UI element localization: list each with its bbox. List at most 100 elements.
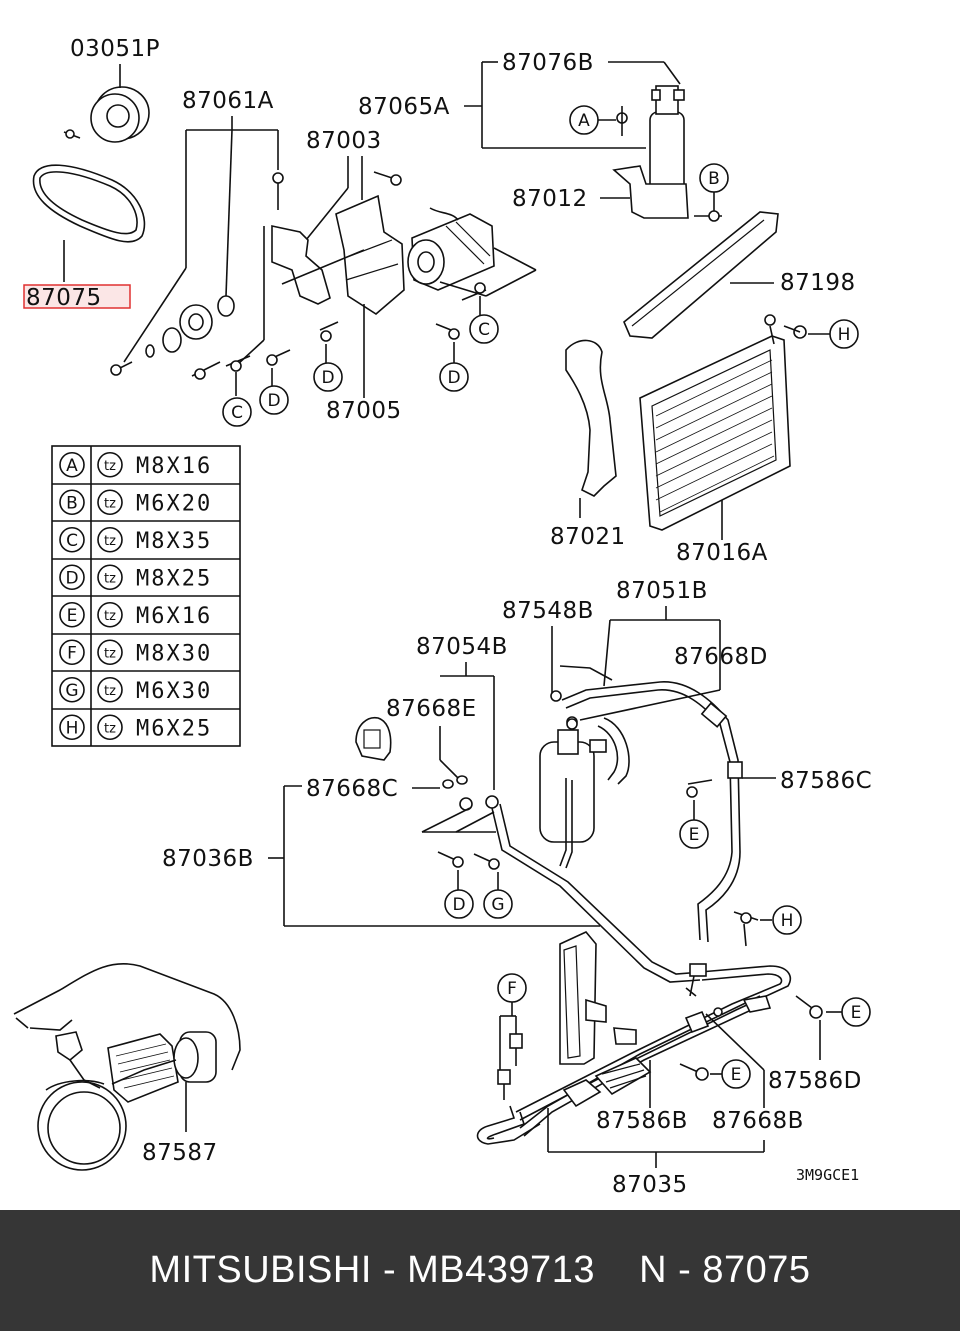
marker-e-3: E	[679, 1059, 751, 1089]
marker-b-1: B	[694, 163, 729, 222]
fastener-size: M6X16	[136, 604, 212, 629]
footer-bar: MITSUBISHI - MB439713 N - 87075	[0, 1210, 960, 1331]
bracket-87021: 87021	[550, 339, 625, 550]
fastener-key: F	[67, 643, 77, 663]
flange-bolt-icon	[97, 601, 123, 628]
label-87061a: 87061A	[182, 88, 274, 114]
fastener-size: M6X20	[136, 491, 212, 516]
bracket-87198: 87198	[623, 211, 856, 339]
idler-87061a: 87061A	[110, 88, 284, 376]
marker-c-1: C	[222, 397, 252, 427]
label-87003: 87003	[306, 128, 382, 154]
bolt-symbol: tz	[104, 571, 116, 586]
marker-e-1: E	[679, 779, 713, 849]
v-belt-87075: 87075	[23, 164, 146, 311]
label-03051p: 03051P	[70, 36, 160, 62]
fastener-key-circle	[59, 601, 85, 628]
pulley-03051p: 03051P	[70, 36, 160, 143]
marker-g-1: G	[483, 889, 513, 919]
label-87054b: 87054B	[416, 634, 508, 660]
bracket-87003: 87003 87005	[237, 128, 405, 424]
marker-d-4: D	[444, 889, 474, 919]
highlight-box-87075	[23, 284, 131, 309]
flange-bolt-icon	[97, 564, 123, 591]
svg-text:D: D	[452, 895, 465, 915]
fastener-key: A	[66, 456, 78, 476]
bolt-symbol: tz	[104, 534, 116, 549]
label-87587: 87587	[142, 1140, 218, 1166]
receiver-87065a: 87076B 87065A 87012	[358, 50, 689, 219]
fastener-size: M8X16	[136, 454, 212, 479]
label-87668b: 87668B	[712, 1108, 804, 1134]
bolt-symbol: tz	[104, 684, 116, 699]
connector-grommet	[355, 716, 392, 761]
marker-d-2: D	[313, 362, 343, 392]
bolt-icon	[191, 282, 487, 396]
bolt-icon	[63, 129, 81, 139]
svg-text:D: D	[321, 368, 334, 388]
marker-d-3: D	[439, 362, 469, 392]
label-87198: 87198	[780, 270, 856, 296]
fastener-key: H	[66, 718, 79, 738]
marker-h-1: H	[783, 319, 859, 349]
label-87668e: 87668E	[386, 696, 477, 722]
label-87586d: 87586D	[768, 1068, 862, 1094]
fastener-size: M8X25	[136, 566, 212, 591]
condenser-87016a: 87016A	[639, 314, 791, 566]
footer-part-number: MITSUBISHI - MB439713 N - 87075	[149, 1249, 811, 1291]
label-87065a: 87065A	[358, 94, 450, 120]
flange-bolt-icon	[97, 676, 123, 703]
flange-bolt-icon	[97, 451, 123, 478]
label-87586b: 87586B	[596, 1108, 688, 1134]
marker-d-1: D	[259, 385, 289, 415]
label-87036b: 87036B	[162, 846, 254, 872]
svg-text:E: E	[851, 1003, 862, 1023]
fastener-size: M8X35	[136, 529, 212, 554]
fastener-key-circle	[59, 526, 85, 553]
marker-c-2: C	[469, 314, 499, 344]
bolts-dg	[421, 807, 500, 890]
label-87016a: 87016A	[676, 540, 768, 566]
fastener-key: B	[66, 493, 78, 513]
bolt-symbol: tz	[104, 459, 116, 474]
fastener-key-circle	[59, 564, 85, 591]
hose-loop	[559, 665, 630, 785]
svg-text:E: E	[689, 825, 700, 845]
vehicle-sketch-87587: 87587	[13, 962, 241, 1171]
svg-text:H: H	[781, 911, 794, 931]
parts-diagram: 03051P 87075 87061A 87003	[13, 36, 872, 1198]
svg-text:F: F	[507, 979, 517, 999]
bolt-symbol: tz	[104, 609, 116, 624]
fastener-key: D	[65, 568, 78, 588]
fastener-size: M8X30	[136, 641, 212, 666]
fastener-key: G	[65, 681, 78, 701]
label-87586c: 87586C	[780, 768, 872, 794]
fastener-size: M6X30	[136, 679, 212, 704]
label-87076b: 87076B	[502, 50, 594, 76]
diagram-code: 3M9GCE1	[796, 1166, 859, 1184]
label-87548b: 87548B	[502, 598, 594, 624]
fastener-key-circle	[59, 489, 85, 516]
svg-text:A: A	[578, 111, 590, 131]
label-87012: 87012	[512, 186, 588, 212]
drier-87054b: 87054B 87668E 87668C 87036B	[162, 634, 703, 983]
svg-text:H: H	[838, 325, 851, 345]
svg-text:G: G	[491, 895, 504, 915]
fastener-key-circle	[59, 714, 85, 741]
svg-text:B: B	[708, 169, 720, 189]
svg-text:C: C	[478, 320, 490, 340]
flange-bolt-icon	[97, 639, 123, 666]
marker-h-2: H	[733, 905, 802, 947]
fastener-key: C	[66, 531, 78, 551]
fastener-key-circle	[59, 639, 85, 666]
flange-bolt-icon	[97, 714, 123, 741]
fastener-key: E	[67, 606, 78, 626]
svg-text:D: D	[267, 391, 280, 411]
label-87035: 87035	[612, 1172, 688, 1198]
marker-e-2: E 87586D	[768, 995, 871, 1094]
